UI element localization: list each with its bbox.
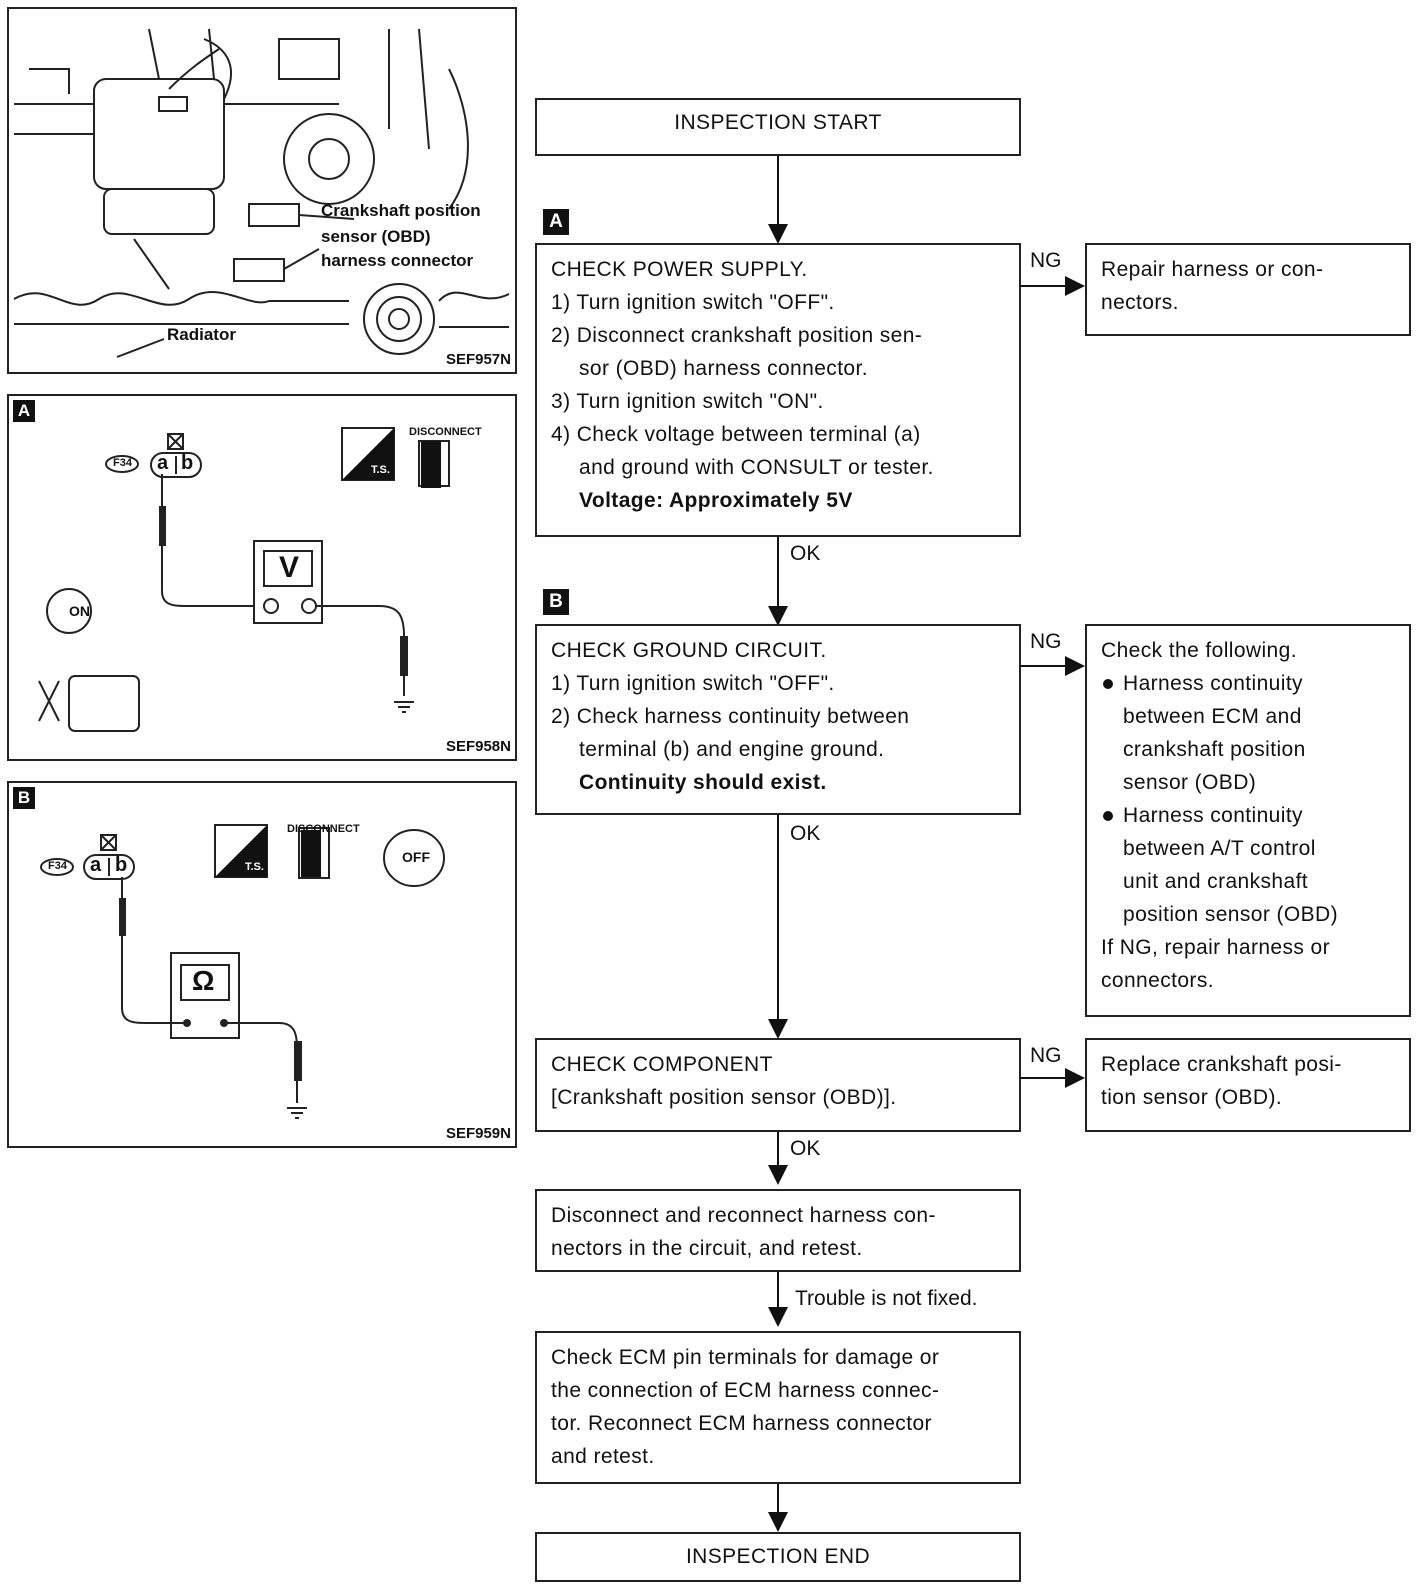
label-sensor-line1: Crankshaft position [321,201,481,220]
step-a-letter: A [543,209,569,235]
step-line: sor (OBD) harness connector. [579,357,868,380]
ng-line: Replace crankshaft posi- [1101,1053,1342,1076]
pin-b: b [115,854,128,876]
ts-label: T.S. [371,464,390,476]
ok-label: OK [790,822,821,845]
ok-label: OK [790,1137,821,1160]
reconnect-retest-box: Disconnect and reconnect harness con- ne… [535,1189,1021,1272]
bullet-item: Harness continuity [1101,799,1395,832]
step-line: 4) Check voltage between terminal (a) [551,423,921,446]
bullet-text: Harness continuity [1123,672,1303,695]
bullet-icon [1103,679,1113,689]
step-line: 3) Turn ignition switch "ON". [551,390,824,413]
bullet-text: position sensor (OBD) [1123,903,1338,926]
engine-illustration-panel: Crankshaft position sensor (OBD) harness… [7,7,517,374]
step-title: CHECK COMPONENT [551,1053,773,1076]
step-line: 2) Check harness continuity between [551,705,910,728]
bullet-text: between A/T control [1123,837,1316,860]
disconnect-label: DISCONNECT [409,426,482,438]
engine-illustration [13,28,510,358]
continuity-check-wiring [40,824,445,1119]
label-sensor-line2: sensor (OBD) [321,227,431,246]
not-fixed-label: Trouble is not fixed. [795,1287,978,1310]
disconnect-label: DISCONNECT [287,823,360,835]
ng-title: Check the following. [1101,639,1297,662]
pin-a: a [90,854,102,876]
figure-code: SEF959N [445,1125,511,1142]
voltmeter-symbol: V [279,551,300,584]
bullet-text: crankshaft position [1123,738,1306,761]
step-line: nectors in the circuit, and retest. [551,1237,863,1260]
check-ground-circuit-box: CHECK GROUND CIRCUIT. 1) Turn ignition s… [535,624,1021,815]
connector-id: F34 [48,860,67,872]
ng-line: nectors. [1101,291,1179,314]
check-ecm-box: Check ECM pin terminals for damage or th… [535,1331,1021,1484]
step-line: and retest. [551,1445,655,1468]
key-off-label: OFF [402,849,430,865]
bullet-text: between ECM and [1123,705,1302,728]
repair-harness-box: Repair harness or con- nectors. [1085,243,1411,336]
inspection-start-box: INSPECTION START [535,98,1021,156]
voltage-check-panel: A F34 a b V T.S. DISCONNECT ON [7,394,517,761]
ng-label: NG [1030,1044,1062,1067]
step-title: CHECK GROUND CIRCUIT. [551,639,827,662]
bullet-item: Harness continuity [1101,667,1395,700]
label-radiator: Radiator [167,325,236,344]
continuity-check-panel: B F34 a b Ω T.S. DISCONNECT OFF SEF959N [7,781,517,1148]
ng-line: connectors. [1101,969,1214,992]
bullet-text: sensor (OBD) [1123,771,1257,794]
step-line: the connection of ECM harness connec- [551,1379,940,1402]
step-b-letter: B [543,589,569,615]
step-line: tor. Reconnect ECM harness connector [551,1412,932,1435]
ok-label: OK [790,542,821,565]
ng-line: Repair harness or con- [1101,258,1324,281]
label-sensor-line3: harness connector [321,251,474,270]
bullet-text: Harness continuity [1123,804,1303,827]
panel-letter: A [13,400,35,422]
ng-label: NG [1030,249,1062,272]
voltage-check-wiring [38,427,450,732]
step-line: Disconnect and reconnect harness con- [551,1204,936,1227]
figure-code: SEF958N [445,738,511,755]
panel-letter: B [13,787,35,809]
connector-id: F34 [113,457,132,469]
step-line: terminal (b) and engine ground. [579,738,885,761]
ohmmeter-symbol: Ω [192,965,215,996]
pin-b: b [181,452,194,474]
bullet-text: unit and crankshaft [1123,870,1309,893]
ng-label: NG [1030,630,1062,653]
check-component-box: CHECK COMPONENT [Crankshaft position sen… [535,1038,1021,1132]
ng-line: tion sensor (OBD). [1101,1086,1283,1109]
step-line: [Crankshaft position sensor (OBD)]. [551,1086,897,1109]
check-following-box: Check the following. Harness continuity … [1085,624,1411,1017]
step-line: 1) Turn ignition switch "OFF". [551,291,835,314]
step-title: CHECK POWER SUPPLY. [551,258,808,281]
step-line: Check ECM pin terminals for damage or [551,1346,940,1369]
figure-code: SEF957N [445,351,511,368]
ng-line: If NG, repair harness or [1101,936,1331,959]
bullet-icon [1103,811,1113,821]
check-power-supply-box: CHECK POWER SUPPLY. 1) Turn ignition swi… [535,243,1021,537]
replace-sensor-box: Replace crankshaft posi- tion sensor (OB… [1085,1038,1411,1132]
step-line: 1) Turn ignition switch "OFF". [551,672,835,695]
step-spec: Voltage: Approximately 5V [579,489,853,512]
ts-label: T.S. [245,861,264,873]
pin-a: a [157,452,169,474]
step-spec: Continuity should exist. [579,771,827,794]
key-on-label: ON [69,603,90,619]
step-line: 2) Disconnect crankshaft position sen- [551,324,923,347]
inspection-end-box: INSPECTION END [535,1532,1021,1582]
step-line: and ground with CONSULT or tester. [579,456,934,479]
